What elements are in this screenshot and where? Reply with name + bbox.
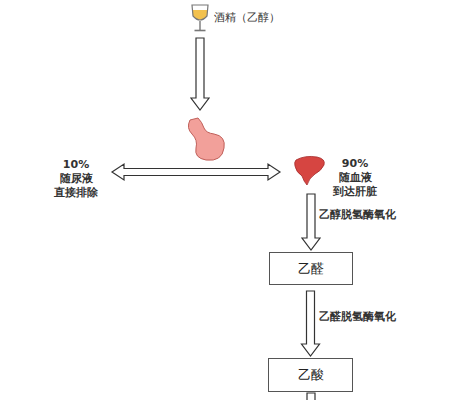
box-text: 乙酸	[298, 366, 324, 384]
trailing-arrow	[307, 393, 315, 400]
process-box: 乙酸	[268, 358, 353, 392]
flow-arrow	[302, 291, 320, 356]
edge-label: 乙醇脱氢酶氧化	[319, 208, 396, 222]
organ-text: 90%随血液 到达肝脏	[333, 157, 377, 199]
flow-arrow	[302, 194, 320, 250]
wine-glass	[192, 5, 208, 31]
stomach-icon	[188, 118, 224, 160]
double-arrow	[112, 164, 280, 180]
down-arrow	[191, 38, 209, 110]
substance-label: 酒精（乙醇）	[214, 11, 280, 25]
process-box: 乙醛	[269, 252, 353, 285]
organ-node: 90%随血液 到达肝脏	[293, 154, 403, 188]
edge-label: 乙醛脱氢酶氧化	[319, 310, 396, 324]
box-text: 乙醛	[298, 260, 324, 278]
excretion-note: 10%随尿液 直接排除	[54, 158, 98, 200]
liver-icon	[293, 154, 327, 188]
